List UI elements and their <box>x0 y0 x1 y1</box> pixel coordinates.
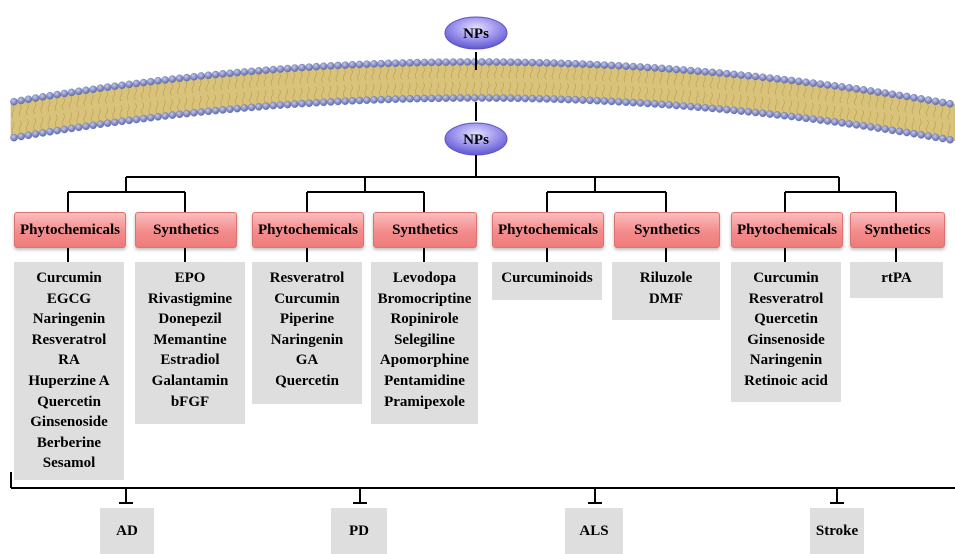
pd-phytochemicals-header: Phytochemicals <box>252 212 364 248</box>
compound-item: rtPA <box>881 270 912 286</box>
compound-item: GA <box>295 352 319 369</box>
compound-item: Retinoic acid <box>744 372 828 389</box>
compound-item: Resveratrol <box>31 331 107 348</box>
compound-item: Quercetin <box>37 393 101 410</box>
pd-synthetics-header: Synthetics <box>373 212 477 248</box>
compound-item: Apomorphine <box>379 352 470 369</box>
compound-item: Curcumin <box>36 270 102 286</box>
disease-als: ALS <box>565 508 623 554</box>
disease-pd: PD <box>331 508 387 554</box>
inhibition-bracket <box>10 472 955 504</box>
compound-item: Ginsenoside <box>747 331 825 348</box>
compound-item: Donepezil <box>158 311 222 328</box>
compound-item: Huperzine A <box>28 372 110 389</box>
compound-item: Naringenin <box>270 331 344 348</box>
compound-item: RA <box>58 352 80 369</box>
compound-item: Estradiol <box>160 352 220 369</box>
compound-item: Rivastigmine <box>147 290 233 307</box>
compound-item: Berberine <box>36 434 102 451</box>
compound-item: Galantamin <box>151 372 229 389</box>
compound-item: Ropinirole <box>390 311 459 328</box>
disease-ad: AD <box>100 508 154 554</box>
np-label-top: NPs <box>463 26 489 42</box>
stroke-synthetics-list: rtPA <box>850 262 943 298</box>
compound-item: Levodopa <box>392 270 457 286</box>
compound-item: Bromocriptine <box>377 290 472 307</box>
compound-item: Curcuminoids <box>501 270 593 286</box>
compound-item: EGCG <box>46 290 92 307</box>
compound-item: Curcumin <box>753 270 819 286</box>
compound-item: Riluzole <box>639 270 693 286</box>
lipid-bilayer-membrane <box>10 58 955 144</box>
compound-item: Quercetin <box>754 311 818 328</box>
compound-item: Resveratrol <box>748 290 824 307</box>
als-phytochemicals-list: Curcuminoids <box>492 262 602 300</box>
compound-item: Resveratrol <box>269 270 345 286</box>
compound-item: Selegiline <box>394 331 455 348</box>
nanoparticle-top: NPs <box>444 16 508 50</box>
compound-item: Memantine <box>153 331 227 348</box>
stroke-synthetics-header: Synthetics <box>850 212 945 248</box>
compound-item: Piperine <box>279 311 335 328</box>
compound-item: Sesamol <box>42 455 96 472</box>
stroke-phytochemicals-header: Phytochemicals <box>731 212 843 248</box>
tree-connectors <box>67 155 897 262</box>
ad-phytochemicals-header: Phytochemicals <box>14 212 126 248</box>
compound-item: Curcumin <box>274 290 340 307</box>
compound-item: DMF <box>648 290 684 307</box>
als-synthetics-header: Synthetics <box>614 212 720 248</box>
als-phytochemicals-header: Phytochemicals <box>492 212 604 248</box>
compound-item: Ginsenoside <box>30 414 108 431</box>
ad-synthetics-header: Synthetics <box>135 212 237 248</box>
compound-item: Quercetin <box>275 372 339 389</box>
compound-item: EPO <box>174 270 206 286</box>
compound-item: Pentamidine <box>384 372 465 389</box>
np-label-inner: NPs <box>463 132 489 148</box>
compound-item: Pramipexole <box>384 393 465 410</box>
compound-item: Naringenin <box>749 352 823 369</box>
compound-item: Naringenin <box>32 311 106 328</box>
disease-stroke: Stroke <box>810 508 864 554</box>
compound-item: bFGF <box>170 393 210 410</box>
nanoparticle-inner: NPs <box>444 122 508 156</box>
